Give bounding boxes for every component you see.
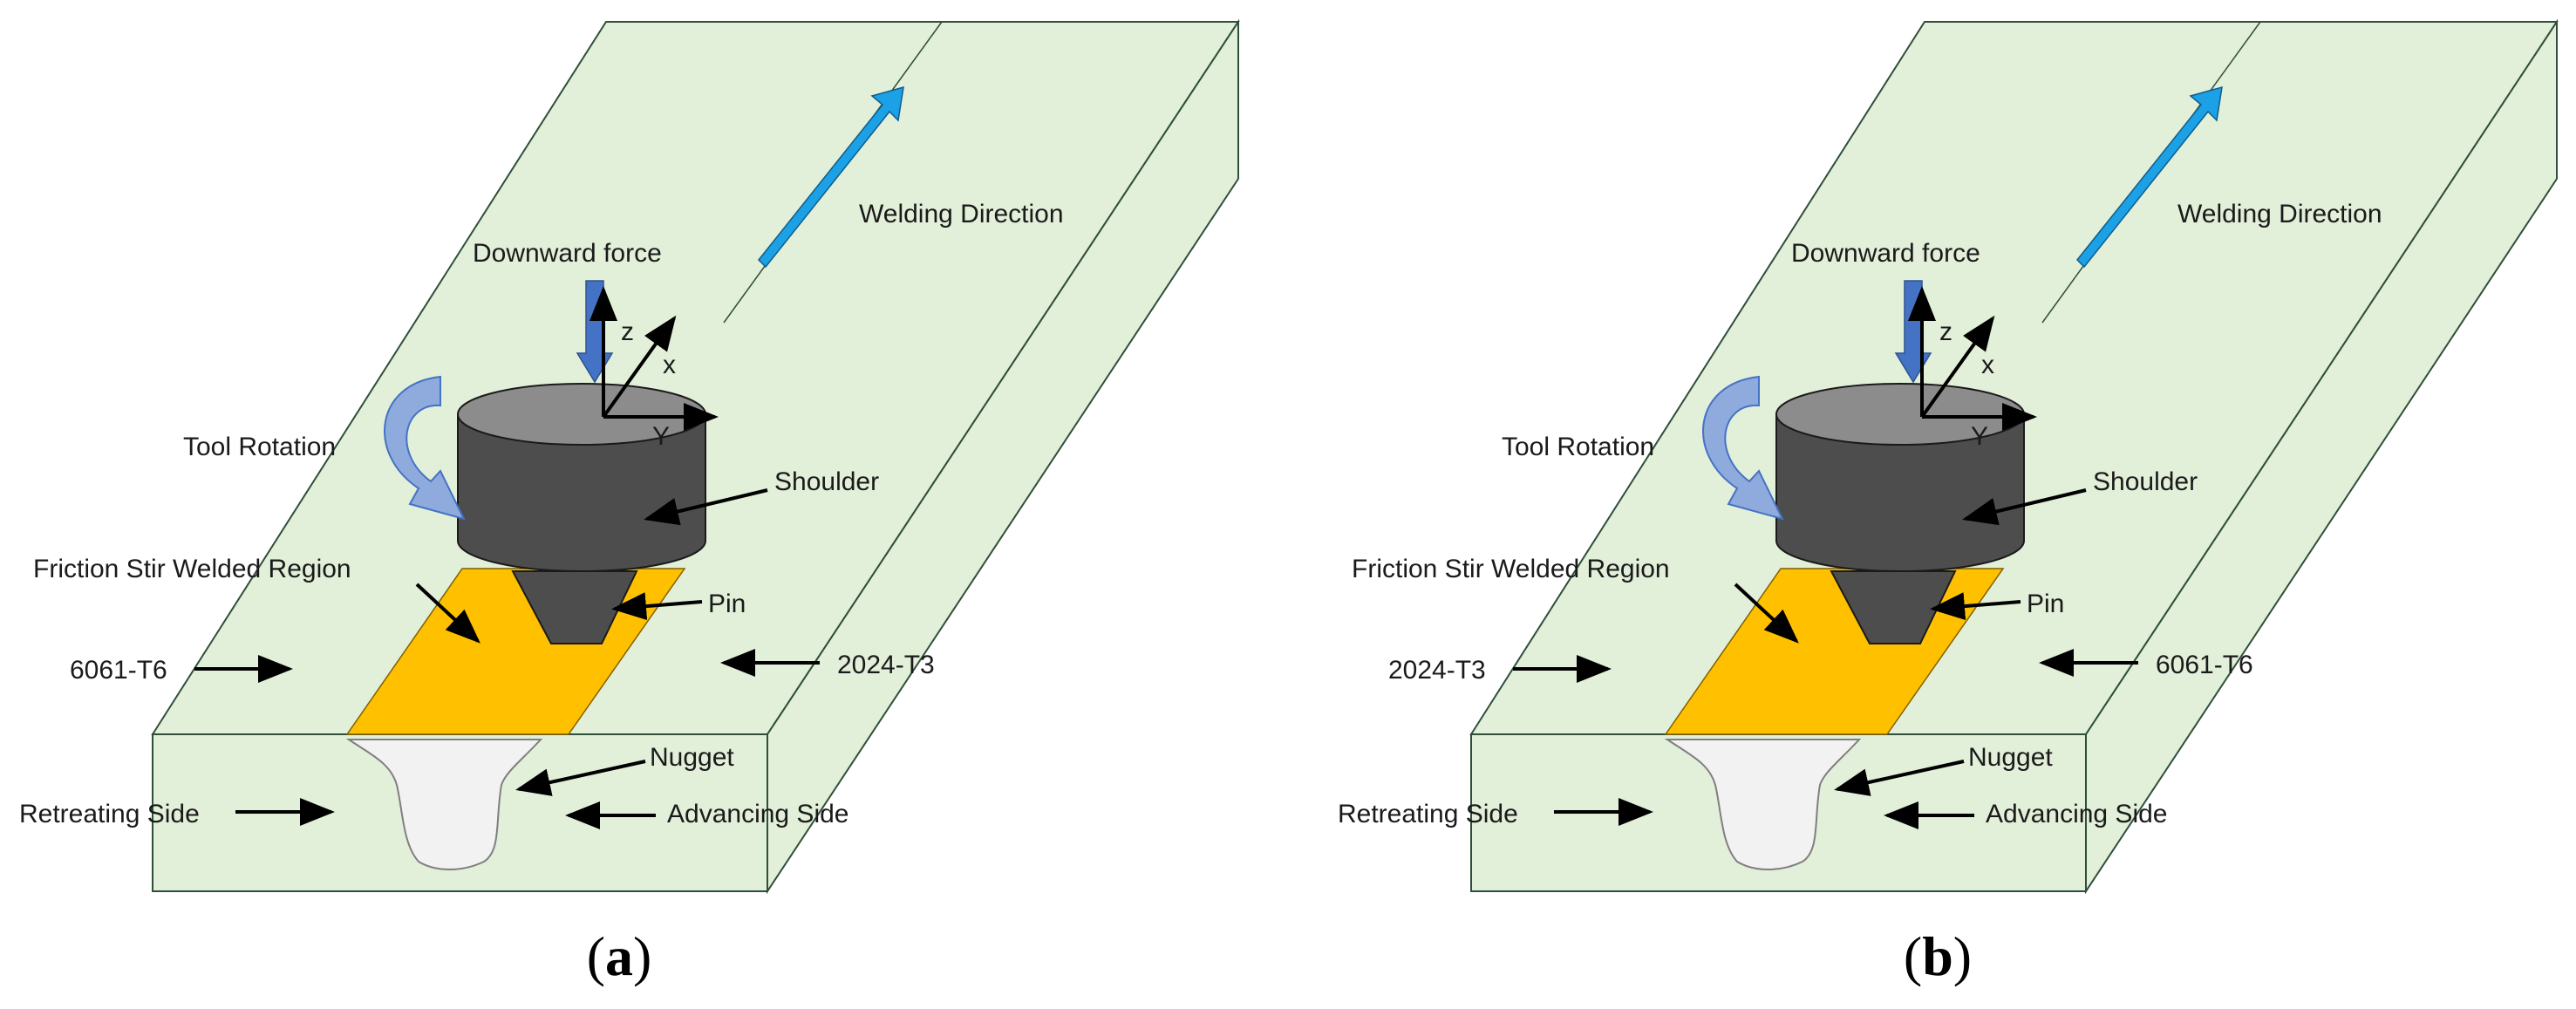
panel-b-caption: (b) <box>1904 925 1972 987</box>
left-alloy-label: 6061-T6 <box>70 656 167 685</box>
tool-rotation-arrow <box>384 375 466 521</box>
coordinate-axes <box>1908 286 2037 431</box>
retreating-side-label: Retreating Side <box>1338 800 1518 828</box>
welding-direction-arrow <box>2075 85 2223 269</box>
tool-rotation-label: Tool Rotation <box>183 433 336 461</box>
shoulder-pointer <box>644 488 768 526</box>
shoulder-label: Shoulder <box>774 467 879 496</box>
pin-pointer <box>1930 592 2021 621</box>
axis-x-label: x <box>1981 351 1994 379</box>
nugget-shape <box>345 739 543 870</box>
nugget-label: Nugget <box>1968 743 2053 772</box>
panel-a: Welding Direction Downward force z x Y T… <box>19 18 1240 987</box>
nugget-shape <box>1664 739 1862 870</box>
axis-z-label: z <box>621 317 634 346</box>
friction-region-pointer <box>415 583 480 644</box>
axis-x-label: x <box>663 351 676 379</box>
right-alloy-label: 6061-T6 <box>2156 651 2253 679</box>
friction-region-label: Friction Stir Welded Region <box>1352 555 1670 583</box>
nugget-pointer <box>515 760 646 796</box>
pin-pointer <box>611 592 703 621</box>
welding-direction-label: Welding Direction <box>859 200 1064 228</box>
friction-region-label: Friction Stir Welded Region <box>33 555 351 583</box>
shoulder-pointer <box>1962 488 2087 526</box>
friction-region-pointer <box>1734 583 1799 644</box>
axis-y-label: Y <box>1971 422 1988 451</box>
retreating-side-label: Retreating Side <box>19 800 200 828</box>
coordinate-axes <box>589 286 719 431</box>
tool-shoulder <box>1775 413 2025 572</box>
pin-label: Pin <box>2027 590 2064 618</box>
downward-force-label: Downward force <box>1791 239 1980 268</box>
welding-direction-label: Welding Direction <box>2177 200 2382 228</box>
nugget-pointer <box>1834 760 1965 796</box>
left-alloy-label: 2024-T3 <box>1388 656 1486 685</box>
axis-y-label: Y <box>652 422 670 451</box>
axis-z-label: z <box>1939 317 1952 346</box>
advancing-side-label: Advancing Side <box>1986 800 2167 828</box>
tool-rotation-label: Tool Rotation <box>1502 433 1654 461</box>
tool-rotation-arrow <box>1702 375 1784 521</box>
pin-label: Pin <box>708 590 746 618</box>
welding-direction-arrow <box>757 85 904 269</box>
right-alloy-label: 2024-T3 <box>837 651 935 679</box>
panel-b: Welding Direction Downward force z x Y T… <box>1338 18 2559 987</box>
nugget-label: Nugget <box>650 743 734 772</box>
downward-force-label: Downward force <box>473 239 662 268</box>
shoulder-label: Shoulder <box>2093 467 2198 496</box>
panel-a-caption: (a) <box>587 925 652 987</box>
tool-shoulder <box>457 413 706 572</box>
advancing-side-label: Advancing Side <box>667 800 848 828</box>
